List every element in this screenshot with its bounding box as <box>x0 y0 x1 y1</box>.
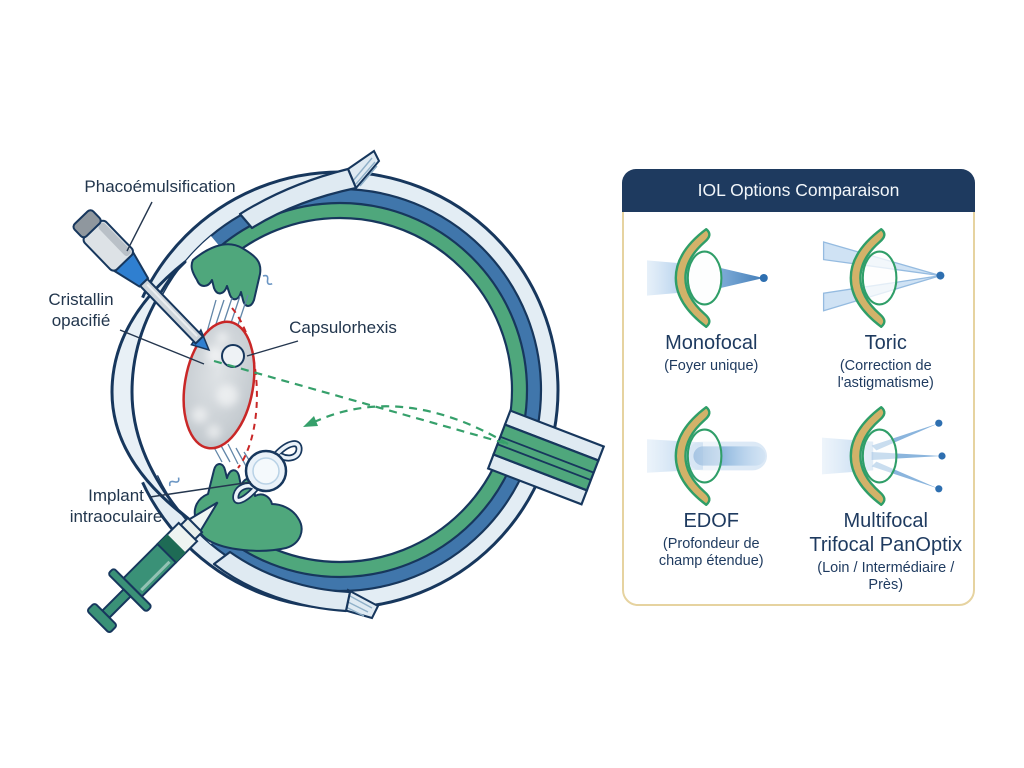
iol-placement-arrow <box>311 405 509 445</box>
iol-card-toric: Toric (Correction de l'astigmatisme) <box>799 226 974 392</box>
multifocal-iol-icon <box>821 406 946 507</box>
iol-card-title: Toric <box>864 332 907 354</box>
toric-iol-icon <box>822 228 945 328</box>
panel-title: IOL Options Comparaison <box>622 169 975 212</box>
arrowhead <box>303 416 318 427</box>
zonule-fibers <box>206 294 255 469</box>
monofocal-iol-icon <box>647 228 769 328</box>
iol-card-edof: EDOF (Profondeur de champ étendue) <box>624 404 799 594</box>
iol-card-title: EDOF <box>683 510 740 533</box>
iol-card-title: Monofocal <box>665 332 758 354</box>
label-implant-intraoculaire: Implant intraoculaire <box>69 486 163 526</box>
iol-card-multifocal: Multifocal Trifocal PanOptix (Loin / Int… <box>799 404 974 594</box>
iol-card-subtitle: (Correction de l'astigmatisme) <box>837 357 934 391</box>
incision-marks <box>168 274 273 487</box>
eye-muscle-top <box>238 149 381 230</box>
iol-options-panel: IOL Options Comparaison <box>622 169 975 606</box>
iol-card-title: Multifocal Trifocal PanOptix <box>809 510 963 556</box>
iol-card-subtitle: (Loin / Intermédiaire / Près) <box>817 559 955 593</box>
iol-injector-syringe <box>87 501 219 633</box>
label-capsulorhexis: Capsulorhexis <box>289 318 397 337</box>
label-cristallin-opacifie: Cristallin opacifié <box>48 290 114 330</box>
iol-implant <box>232 440 303 505</box>
optic-nerve <box>486 409 606 506</box>
edof-iol-icon <box>647 406 768 507</box>
iol-card-subtitle: (Foyer unique) <box>664 357 759 374</box>
eye-diagram <box>72 149 606 633</box>
iol-card-subtitle: (Profondeur de champ étendue) <box>658 535 764 570</box>
light-path-dashed <box>213 359 509 446</box>
eye-muscle-bottom <box>212 550 380 620</box>
capsulorhexis-circle <box>221 344 245 368</box>
label-phacoemulsification: Phacoémulsification <box>84 177 236 196</box>
ciliary-body-top <box>190 243 262 307</box>
iol-card-monofocal: Monofocal (Foyer unique) <box>624 226 799 392</box>
phaco-handpiece <box>72 209 211 352</box>
label-pointer-lines <box>119 201 299 498</box>
iol-options-grid: Monofocal (Foyer unique) Toric (Correcti… <box>624 212 973 594</box>
